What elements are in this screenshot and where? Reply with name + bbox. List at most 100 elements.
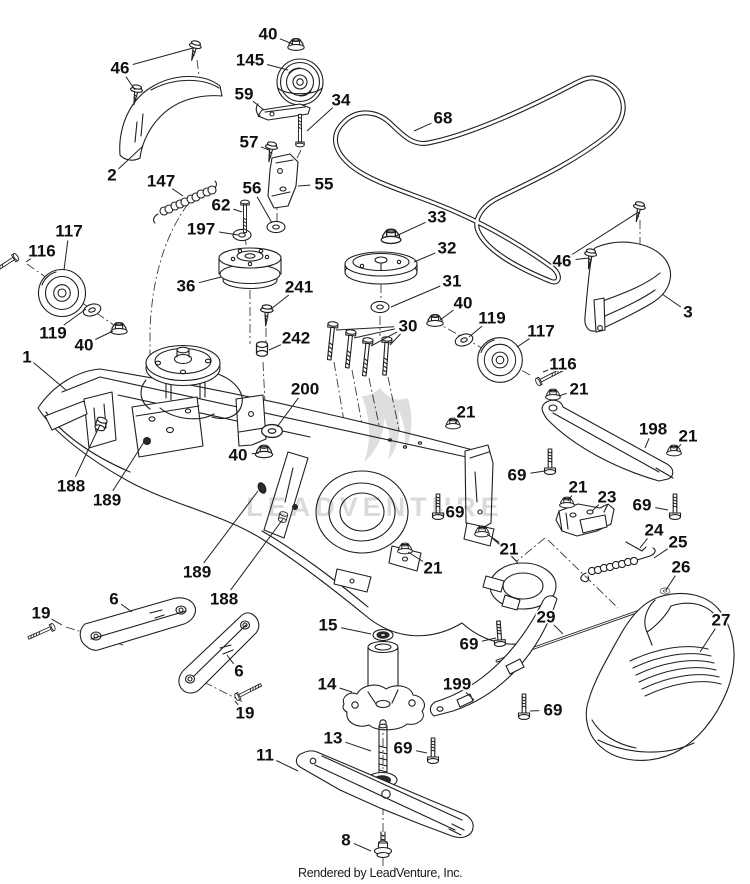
part-label-2-6[interactable]: 2 — [106, 145, 144, 186]
part-number-text[interactable]: 27 — [710, 609, 732, 631]
part-number-text[interactable]: 13 — [322, 727, 344, 749]
part-label-25-44[interactable]: 25 — [653, 531, 689, 559]
part-label-69-46[interactable]: 69 — [441, 501, 466, 523]
part-number-text[interactable]: 116 — [548, 353, 578, 375]
part-number-text[interactable]: 15 — [317, 614, 339, 636]
part-number-text[interactable]: 57 — [238, 131, 260, 153]
part-number-text[interactable]: 34 — [330, 89, 352, 111]
part-label-26-45[interactable]: 26 — [665, 556, 692, 591]
part-number-text[interactable]: 33 — [426, 206, 448, 228]
part-label-117-28[interactable]: 117 — [516, 320, 556, 348]
part-label-30-25[interactable]: 30 — [335, 315, 419, 347]
part-number-text[interactable]: 14 — [316, 673, 338, 695]
part-label-8-65[interactable]: 8 — [340, 829, 372, 852]
part-number-text[interactable]: 69 — [458, 633, 480, 655]
part-label-56-8[interactable]: 56 — [241, 177, 273, 224]
part-label-62-10[interactable]: 62 — [210, 194, 243, 216]
part-number-text[interactable]: 117 — [54, 220, 84, 242]
part-number-text[interactable]: 6 — [233, 660, 245, 682]
part-label-69-39[interactable]: 69 — [506, 464, 546, 486]
part-label-21-48[interactable]: 21 — [407, 551, 444, 579]
part-label-40-35[interactable]: 40 — [227, 444, 260, 466]
part-label-199-60[interactable]: 199 — [441, 673, 475, 701]
part-label-59-3[interactable]: 59 — [233, 83, 265, 111]
part-label-116-29[interactable]: 116 — [542, 353, 578, 375]
part-label-21-30[interactable]: 21 — [558, 378, 590, 400]
part-label-69-42[interactable]: 69 — [631, 494, 669, 516]
part-number-text[interactable]: 198 — [637, 418, 668, 440]
part-label-55-9[interactable]: 55 — [297, 173, 335, 195]
part-number-text[interactable]: 119 — [477, 307, 507, 329]
part-label-145-2[interactable]: 145 — [234, 49, 289, 71]
part-label-3-17[interactable]: 3 — [661, 293, 694, 323]
part-number-text[interactable]: 147 — [145, 170, 176, 192]
part-number-text[interactable]: 69 — [542, 699, 564, 721]
part-number-text[interactable]: 24 — [643, 519, 665, 541]
part-number-text[interactable]: 21 — [568, 378, 590, 400]
part-label-57-5[interactable]: 57 — [238, 131, 270, 153]
part-number-text[interactable]: 11 — [255, 744, 276, 766]
part-label-33-13[interactable]: 33 — [395, 206, 448, 237]
part-number-text[interactable]: 21 — [567, 476, 589, 498]
part-number-text[interactable]: 40 — [73, 334, 95, 356]
part-label-40-0[interactable]: 40 — [257, 23, 294, 45]
part-number-text[interactable]: 56 — [241, 177, 263, 199]
part-number-text[interactable]: 40 — [257, 23, 279, 45]
part-number-text[interactable]: 46 — [109, 57, 131, 79]
part-number-text[interactable]: 59 — [233, 83, 255, 105]
part-number-text[interactable]: 19 — [234, 702, 256, 724]
part-label-40-26[interactable]: 40 — [439, 292, 474, 321]
part-number-text[interactable]: 26 — [670, 556, 692, 578]
part-number-text[interactable]: 40 — [452, 292, 474, 314]
part-number-text[interactable]: 241 — [283, 276, 314, 298]
part-label-189-49[interactable]: 189 — [181, 490, 259, 583]
part-label-6-56[interactable]: 6 — [226, 654, 245, 682]
part-label-34-4[interactable]: 34 — [306, 89, 352, 132]
part-label-188-50[interactable]: 188 — [208, 518, 284, 610]
part-label-11-64[interactable]: 11 — [255, 744, 299, 772]
part-label-6-55[interactable]: 6 — [108, 588, 133, 613]
part-number-text[interactable]: 145 — [234, 49, 265, 71]
part-number-text[interactable]: 242 — [280, 327, 311, 349]
part-label-40-23[interactable]: 40 — [73, 330, 114, 356]
part-label-189-34[interactable]: 189 — [91, 441, 145, 511]
part-label-117-20[interactable]: 117 — [54, 220, 84, 271]
part-label-116-21[interactable]: 116 — [25, 240, 57, 263]
part-number-text[interactable]: 119 — [38, 322, 68, 344]
part-number-text[interactable]: 21 — [498, 538, 520, 560]
part-number-text[interactable]: 199 — [441, 673, 472, 695]
part-number-text[interactable]: 31 — [441, 270, 463, 292]
part-number-text[interactable]: 25 — [667, 531, 689, 553]
part-label-147-7[interactable]: 147 — [145, 170, 184, 197]
part-label-19-57[interactable]: 19 — [234, 700, 256, 724]
part-number-text[interactable]: 21 — [677, 425, 699, 447]
part-number-text[interactable]: 1 — [21, 346, 33, 368]
part-number-text[interactable]: 188 — [208, 588, 239, 610]
part-label-32-14[interactable]: 32 — [413, 237, 458, 263]
part-label-119-27[interactable]: 119 — [468, 307, 507, 338]
part-label-1-24[interactable]: 1 — [21, 346, 67, 391]
part-number-text[interactable]: 36 — [175, 275, 197, 297]
part-label-21-47[interactable]: 21 — [486, 533, 520, 560]
part-label-14-59[interactable]: 14 — [316, 673, 353, 695]
part-number-text[interactable]: 69 — [631, 494, 653, 516]
part-label-68-12[interactable]: 68 — [413, 107, 454, 132]
part-label-36-18[interactable]: 36 — [175, 275, 222, 297]
part-number-text[interactable]: 30 — [397, 315, 419, 337]
part-label-69-61[interactable]: 69 — [529, 699, 564, 721]
part-number-text[interactable]: 68 — [432, 107, 454, 129]
part-number-text[interactable]: 69 — [392, 737, 414, 759]
part-number-text[interactable]: 188 — [55, 475, 86, 497]
part-number-text[interactable]: 189 — [181, 561, 212, 583]
part-label-241-19[interactable]: 241 — [270, 276, 315, 310]
part-label-69-63[interactable]: 69 — [392, 737, 428, 759]
part-number-text[interactable]: 117 — [526, 320, 556, 342]
part-number-text[interactable]: 19 — [30, 602, 52, 624]
part-label-31-15[interactable]: 31 — [390, 270, 463, 308]
part-number-text[interactable]: 189 — [91, 489, 122, 511]
part-number-text[interactable]: 21 — [455, 401, 477, 423]
part-label-46-16[interactable]: 46 — [551, 212, 638, 272]
part-number-text[interactable]: 21 — [422, 557, 444, 579]
part-label-119-22[interactable]: 119 — [38, 308, 87, 344]
part-label-242-31[interactable]: 242 — [268, 327, 312, 351]
